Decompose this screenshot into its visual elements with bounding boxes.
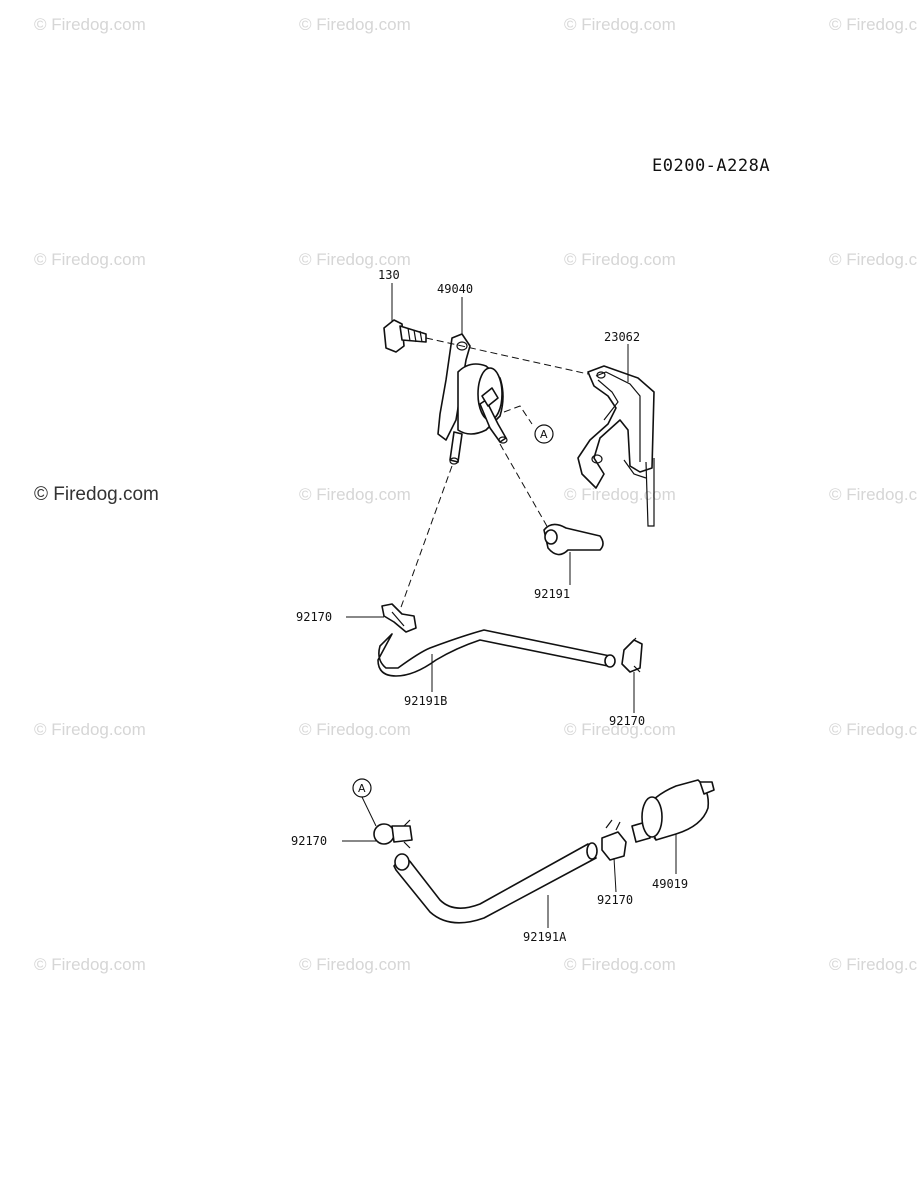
hose-92191b [377,629,616,677]
watermark: © Firedog.com [829,250,917,269]
fuel-pump [437,333,508,465]
part-number-fuel-pump: 49040 [437,282,473,296]
watermark: © Firedog.com [34,15,146,34]
part-number-hose: 92191 [534,587,570,601]
watermark: © Firedog.com [299,250,411,269]
clamp-lower-left [373,819,413,849]
part-number-clamp: 92170 [291,834,327,848]
watermark: © Firedog.com [564,485,676,504]
watermark: © Firedog.com [829,485,917,504]
part-number-hose-b: 92191B [404,694,447,708]
part-number-clamp: 92170 [296,610,332,624]
ref-marker-lower: A [352,778,372,798]
watermark-grid: © Firedog.com © Firedog.com © Firedog.co… [34,15,917,974]
clamp-lower-right [601,819,627,861]
watermark: © Firedog.com [829,720,917,739]
watermark: © Firedog.com [829,955,917,974]
watermark: © Firedog.com [34,484,159,505]
hose-92191a [393,842,598,924]
bolt [383,319,427,353]
part-number-clamp: 92170 [597,893,633,907]
watermark: © Firedog.com [564,250,676,269]
ref-marker-upper: A [534,424,554,444]
ref-marker-label: A [358,782,366,795]
watermark: © Firedog.com [564,15,676,34]
part-number-bolt: 130 [378,268,400,282]
bracket [577,365,655,527]
ref-marker-label: A [540,428,548,441]
watermark: © Firedog.com [829,15,917,34]
clamp-upper-left [381,603,417,633]
watermark: © Firedog.com [34,720,146,739]
watermark: © Firedog.com [564,955,676,974]
leader-lines-lower [342,796,677,928]
part-number-bracket: 23062 [604,330,640,344]
leader-lines-upper [346,283,635,713]
watermark: © Firedog.com [299,955,411,974]
watermark: © Firedog.com [564,720,676,739]
watermark: © Firedog.com [34,955,146,974]
hose-92191 [543,523,604,556]
fuel-filter [631,779,715,843]
watermark: © Firedog.com [299,485,411,504]
part-number-clamp: 92170 [609,714,645,728]
part-number-fuel-filter: 49019 [652,877,688,891]
watermark: © Firedog.com [299,720,411,739]
watermark: © Firedog.com [299,15,411,34]
part-number-hose-a: 92191A [523,930,567,944]
clamp-upper-right [621,637,643,673]
diagram-code: E0200-A228A [652,156,770,176]
watermark: © Firedog.com [34,250,146,269]
